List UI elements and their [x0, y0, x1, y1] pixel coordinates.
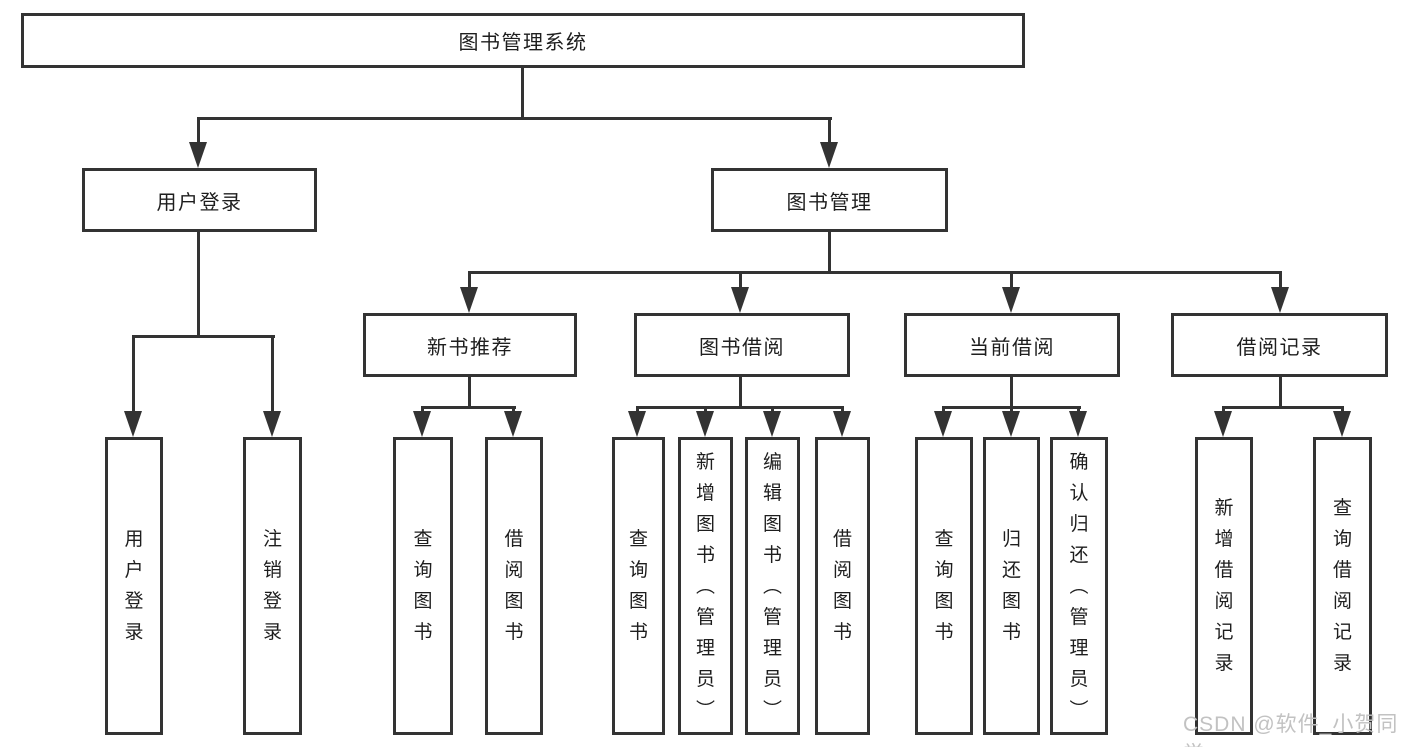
connector-line: [828, 232, 831, 274]
connector-arrowhead: [1333, 411, 1351, 437]
leaf-query-book-1: 查 询 图 书: [393, 437, 453, 735]
node-book-borrow-label: 图书借阅: [699, 336, 785, 359]
leaf-add-borrow-record: 新 增 借 阅 记 录: [1195, 437, 1253, 735]
connector-line: [468, 271, 1282, 274]
leaf-borrow-book-2: 借 阅 图 书: [815, 437, 870, 735]
leaf-return-book-label: 归 还 图 书: [1001, 529, 1021, 643]
connector-arrowhead: [1069, 411, 1087, 437]
connector-arrowhead: [1271, 287, 1289, 313]
connector-line: [468, 271, 471, 289]
leaf-user-login: 用 户 登 录: [105, 437, 163, 735]
leaf-query-borrow-record-label: 查 询 借 阅 记 录: [1332, 498, 1352, 674]
connector-line: [521, 68, 524, 120]
connector-arrowhead: [263, 411, 281, 437]
connector-line: [132, 335, 275, 338]
node-book-management: 图书管理: [711, 168, 948, 232]
connector-line: [739, 377, 742, 409]
connector-arrowhead: [628, 411, 646, 437]
leaf-return-book: 归 还 图 书: [983, 437, 1040, 735]
connector-line: [942, 406, 945, 414]
connector-line: [771, 406, 774, 414]
connector-arrowhead: [460, 287, 478, 313]
node-new-book-recommend-label: 新书推荐: [427, 336, 513, 359]
leaf-query-book-3: 查 询 图 书: [915, 437, 973, 735]
leaf-query-book-2: 查 询 图 书: [612, 437, 665, 735]
node-borrow-records-label: 借阅记录: [1236, 336, 1323, 359]
connector-arrowhead: [1214, 411, 1232, 437]
leaf-add-borrow-record-label: 新 增 借 阅 记 录: [1214, 498, 1234, 674]
connector-line: [197, 232, 200, 338]
connector-line: [512, 406, 515, 414]
leaf-query-borrow-record: 查 询 借 阅 记 录: [1313, 437, 1372, 735]
connector-line: [1010, 377, 1013, 409]
leaf-borrow-book-1-label: 借 阅 图 书: [504, 529, 524, 643]
leaf-query-book-2-label: 查 询 图 书: [628, 529, 648, 643]
leaf-borrow-book-2-label: 借 阅 图 书: [832, 529, 852, 643]
connector-line: [197, 117, 200, 144]
connector-line: [421, 406, 424, 414]
csdn-watermark: CSDN @软件_小贺同学: [1183, 713, 1399, 747]
connector-line: [468, 377, 471, 409]
leaf-confirm-return-admin: 确 认 归 还 ︵ 管 理 员 ︶: [1050, 437, 1108, 735]
connector-line: [271, 335, 274, 413]
connector-line: [841, 406, 844, 414]
connector-arrowhead: [124, 411, 142, 437]
leaf-query-book-1-label: 查 询 图 书: [413, 529, 433, 643]
connector-arrowhead: [731, 287, 749, 313]
connector-line: [1010, 406, 1013, 414]
connector-arrowhead: [1002, 411, 1020, 437]
node-root: 图书管理系统: [21, 13, 1025, 68]
connector-line: [1010, 271, 1013, 289]
connector-line: [421, 406, 516, 409]
connector-line: [704, 406, 707, 414]
leaf-logout: 注 销 登 录: [243, 437, 302, 735]
leaf-add-book-admin-label: 新 增 图 书 ︵ 管 理 员 ︶: [695, 451, 715, 721]
connector-line: [1341, 406, 1344, 414]
connector-line: [132, 335, 135, 413]
leaf-edit-book-admin-label: 编 辑 图 书 ︵ 管 理 员 ︶: [762, 451, 782, 721]
leaf-edit-book-admin: 编 辑 图 书 ︵ 管 理 员 ︶: [745, 437, 800, 735]
node-current-borrow-label: 当前借阅: [969, 336, 1055, 359]
node-book-borrow: 图书借阅: [634, 313, 850, 377]
connector-arrowhead: [504, 411, 522, 437]
node-root-label: 图书管理系统: [458, 32, 588, 54]
connector-arrowhead: [833, 411, 851, 437]
connector-arrowhead: [934, 411, 952, 437]
connector-line: [636, 406, 844, 409]
connector-line: [636, 406, 639, 414]
node-borrow-records: 借阅记录: [1171, 313, 1388, 377]
leaf-query-book-3-label: 查 询 图 书: [934, 529, 954, 643]
connector-arrowhead: [696, 411, 714, 437]
connector-line: [828, 117, 831, 144]
node-book-management-label: 图书管理: [786, 191, 873, 214]
connector-line: [739, 271, 742, 289]
leaf-borrow-book-1: 借 阅 图 书: [485, 437, 543, 735]
connector-arrowhead: [189, 142, 207, 168]
leaf-user-login-label: 用 户 登 录: [124, 529, 144, 643]
connector-arrowhead: [1002, 287, 1020, 313]
connector-line: [1279, 271, 1282, 289]
leaf-logout-label: 注 销 登 录: [262, 529, 282, 643]
node-current-borrow: 当前借阅: [904, 313, 1120, 377]
node-new-book-recommend: 新书推荐: [363, 313, 577, 377]
node-user-login-label: 用户登录: [156, 191, 243, 214]
connector-line: [1222, 406, 1344, 409]
connector-arrowhead: [820, 142, 838, 168]
connector-line: [1279, 377, 1282, 409]
connector-line: [197, 117, 832, 120]
node-user-login: 用户登录: [82, 168, 317, 232]
connector-line: [1077, 406, 1080, 414]
connector-arrowhead: [413, 411, 431, 437]
leaf-add-book-admin: 新 增 图 书 ︵ 管 理 员 ︶: [678, 437, 733, 735]
connector-arrowhead: [763, 411, 781, 437]
connector-line: [1222, 406, 1225, 414]
leaf-confirm-return-admin-label: 确 认 归 还 ︵ 管 理 员 ︶: [1069, 451, 1089, 721]
